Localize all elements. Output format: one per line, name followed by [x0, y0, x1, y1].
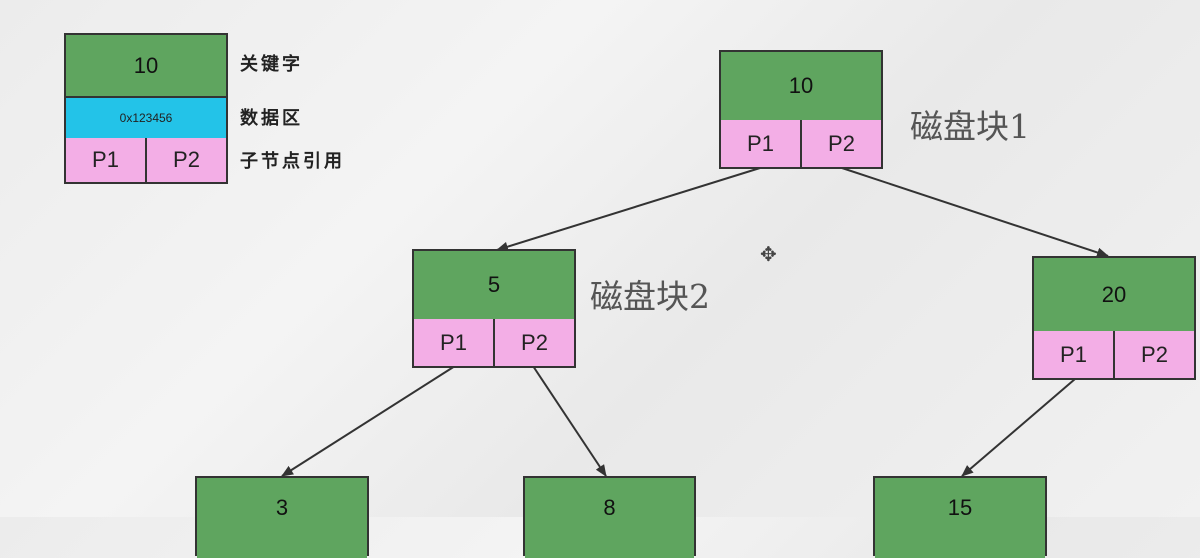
node-left-right: 8 — [523, 476, 696, 558]
legend-key-cell: 10 — [66, 35, 226, 98]
edge-right-to-rl — [961, 378, 1076, 477]
node-lr-key: 8 — [525, 478, 694, 558]
node-left-key: 5 — [414, 251, 574, 321]
node-left-p2: P2 — [493, 319, 574, 366]
legend-data-cell: 0x123456 — [66, 98, 226, 140]
edges — [281, 167, 1109, 477]
legend-pointer-label: 子节点引用 — [240, 151, 345, 172]
edge-left-to-lr — [532, 365, 607, 477]
node-ll-key: 3 — [197, 478, 367, 558]
node-right-left: 15 — [873, 476, 1047, 558]
node-right-key: 20 — [1034, 258, 1194, 333]
node-left-left: 3 — [195, 476, 369, 558]
node-right-p1: P1 — [1034, 331, 1113, 378]
legend-node: 10 0x123456 P1 P2 — [64, 33, 228, 184]
move-cursor-icon: ✥ — [760, 244, 777, 266]
node-root-key: 10 — [721, 52, 881, 122]
legend-p2-cell: P2 — [145, 138, 226, 182]
edge-left-to-ll — [281, 365, 456, 477]
node-root-p2: P2 — [800, 120, 881, 167]
disk-block-2-label: 磁盘块2 — [590, 277, 710, 316]
edge-root-to-left — [496, 167, 761, 252]
disk-block-1-label: 磁盘块1 — [910, 107, 1030, 146]
legend-key-label: 关键字 — [240, 54, 303, 75]
node-left: 5 P1 P2 — [412, 249, 576, 368]
edge-root-to-right — [841, 167, 1109, 258]
node-left-p1: P1 — [414, 319, 493, 366]
node-root: 10 P1 P2 — [719, 50, 883, 169]
node-right-p2: P2 — [1113, 331, 1194, 378]
node-right: 20 P1 P2 — [1032, 256, 1196, 380]
node-rl-key: 15 — [875, 478, 1045, 558]
legend-data-label: 数据区 — [240, 108, 303, 129]
node-root-p1: P1 — [721, 120, 800, 167]
legend-p1-cell: P1 — [66, 138, 145, 182]
